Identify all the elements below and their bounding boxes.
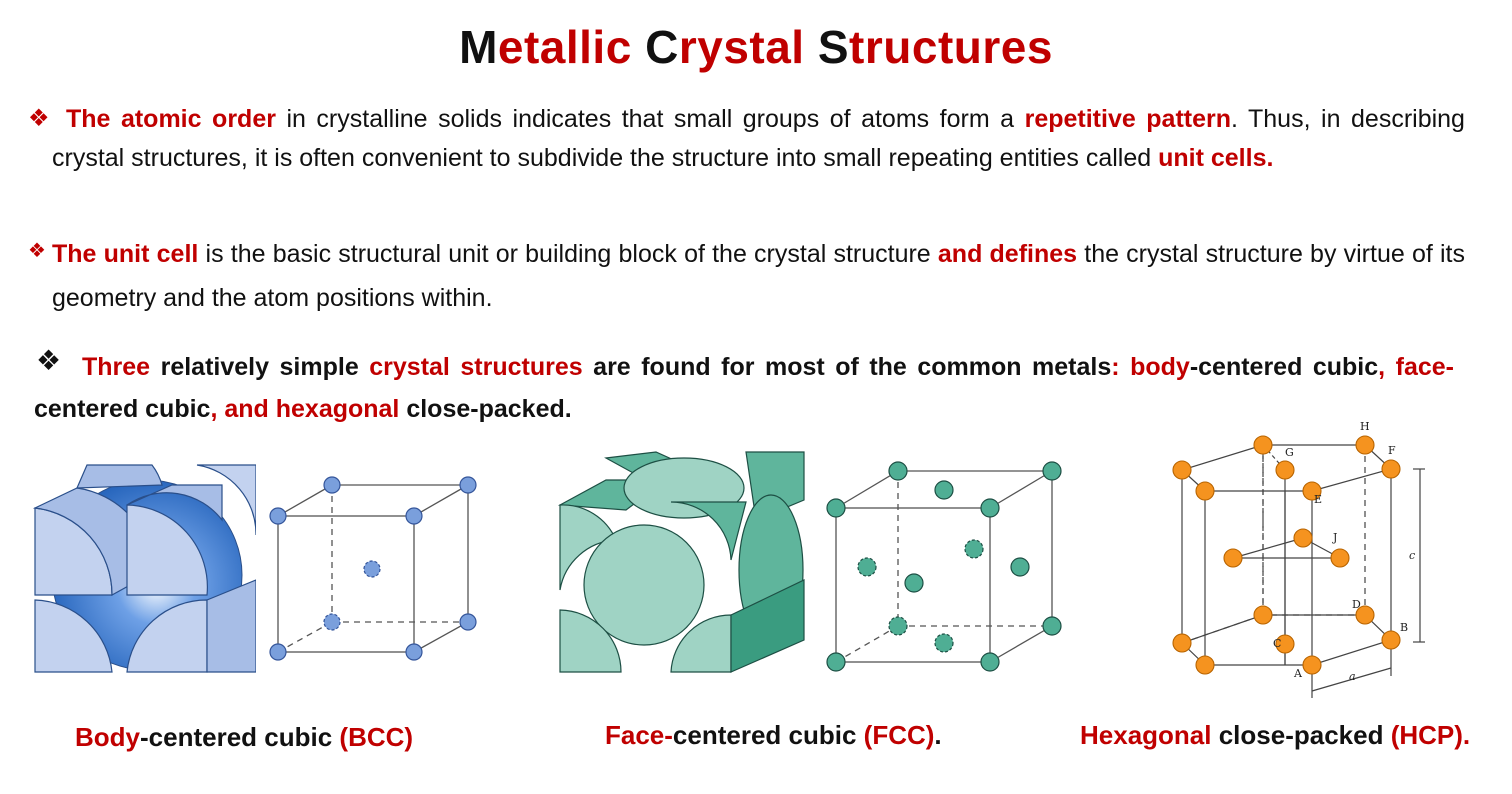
hcp-label-d: D [1352, 598, 1361, 611]
caption-bcc: Body-centered cubic (BCC) [75, 722, 414, 752]
caption-fcc: Face-centered cubic (FCC). [605, 720, 942, 750]
hcp-label-b: B [1400, 621, 1408, 634]
fcc-unit-cell [826, 461, 1062, 672]
bullet-diamond-icon: ❖ [28, 240, 46, 262]
bcc-hard-sphere-model [32, 464, 256, 673]
fcc-hard-sphere-model [557, 451, 805, 673]
hcp-label-e: E [1314, 493, 1322, 506]
hcp-label-a: A [1293, 667, 1303, 680]
hcp-unit-cell: H G F E J D C B A c a [1172, 420, 1425, 698]
hcp-label-h: H [1360, 420, 1370, 433]
bullet-diamond-icon: ❖ [28, 105, 50, 132]
hcp-label-g: G [1285, 446, 1294, 459]
hcp-label-c-axis: c [1409, 549, 1415, 562]
caption-hcp: Hexagonal close-packed (HCP). [1080, 720, 1471, 750]
bullet-diamond-icon: ❖ [36, 345, 62, 376]
paragraph-atomic-order: The atomic order in crystalline solids i… [52, 105, 1465, 172]
page-title: Metallic Crystal Structures [459, 21, 1053, 73]
hcp-label-f: F [1388, 444, 1396, 457]
paragraph-unit-cell: The unit cell is the basic structural un… [52, 240, 1465, 312]
hcp-label-c: C [1273, 637, 1281, 650]
hcp-label-j: J [1332, 531, 1337, 544]
paragraph-three-structures: Three relatively simple crystal structur… [34, 353, 1454, 423]
hcp-label-a-axis: a [1349, 670, 1356, 683]
bcc-unit-cell [269, 476, 477, 661]
